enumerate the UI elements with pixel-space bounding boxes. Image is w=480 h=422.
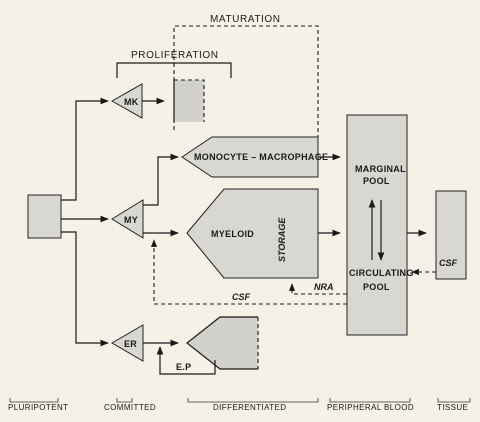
stage-committed: COMMITTED bbox=[104, 403, 156, 412]
my-to-monocyte-arrow bbox=[143, 153, 179, 206]
proliferation-bracket: PROLIFERATION bbox=[116, 50, 232, 78]
mk-node: MK bbox=[110, 83, 143, 119]
peripheral-blood-box: MARGINAL POOL CIRCULATING POOL bbox=[346, 114, 414, 336]
myeloid-storage-compartment: MYELOID STORAGE bbox=[186, 188, 319, 279]
maturation-bracket: MATURATION bbox=[173, 14, 319, 140]
circulating-pool-line1: CIRCULATING bbox=[349, 268, 414, 278]
nra-feedback: NRA bbox=[288, 282, 347, 295]
stage-pluripotent: PLURIPOTENT bbox=[8, 403, 68, 412]
proliferation-label: PROLIFERATION bbox=[131, 50, 219, 61]
storage-label: STORAGE bbox=[277, 217, 287, 262]
er-node: ER bbox=[111, 324, 144, 362]
monocyte-macrophage-compartment: MONOCYTE – MACROPHAGE bbox=[181, 136, 328, 178]
marginal-pool-line1: MARGINAL bbox=[355, 164, 406, 174]
csf-right-label: CSF bbox=[439, 258, 458, 268]
nra-label: NRA bbox=[314, 282, 334, 292]
my-label: MY bbox=[124, 215, 138, 225]
marginal-pool-line2: POOL bbox=[363, 176, 390, 186]
monocyte-label: MONOCYTE – MACROPHAGE bbox=[194, 152, 328, 162]
pluripotent-box bbox=[27, 194, 62, 239]
circulating-pool-line2: POOL bbox=[363, 282, 390, 292]
stage-axis: PLURIPOTENT COMMITTED DIFFERENTIATED PER… bbox=[8, 398, 471, 412]
csf-tissue-feedback: CSF bbox=[411, 258, 458, 276]
my-node: MY bbox=[111, 199, 144, 239]
ep-feedback: E.P bbox=[156, 346, 216, 375]
stage-differentiated: DIFFERENTIATED bbox=[213, 403, 286, 412]
er-label: ER bbox=[124, 339, 137, 349]
maturation-label: MATURATION bbox=[210, 14, 281, 25]
ep-label: E.P bbox=[176, 362, 191, 372]
csf-bottom-label: CSF bbox=[232, 292, 251, 302]
stage-tissue: TISSUE bbox=[437, 403, 468, 412]
branch-to-mk bbox=[61, 97, 109, 201]
stage-peripheral-blood: PERIPHERAL BLOOD bbox=[327, 403, 414, 412]
mk-label: MK bbox=[124, 97, 139, 107]
myeloid-label: MYELOID bbox=[211, 229, 254, 239]
csf-feedback-loop: CSF bbox=[150, 239, 347, 305]
tissue-box bbox=[435, 190, 467, 280]
branch-to-er bbox=[61, 231, 109, 347]
megakaryocyte-product bbox=[173, 79, 205, 122]
erythroid-product bbox=[186, 316, 259, 370]
